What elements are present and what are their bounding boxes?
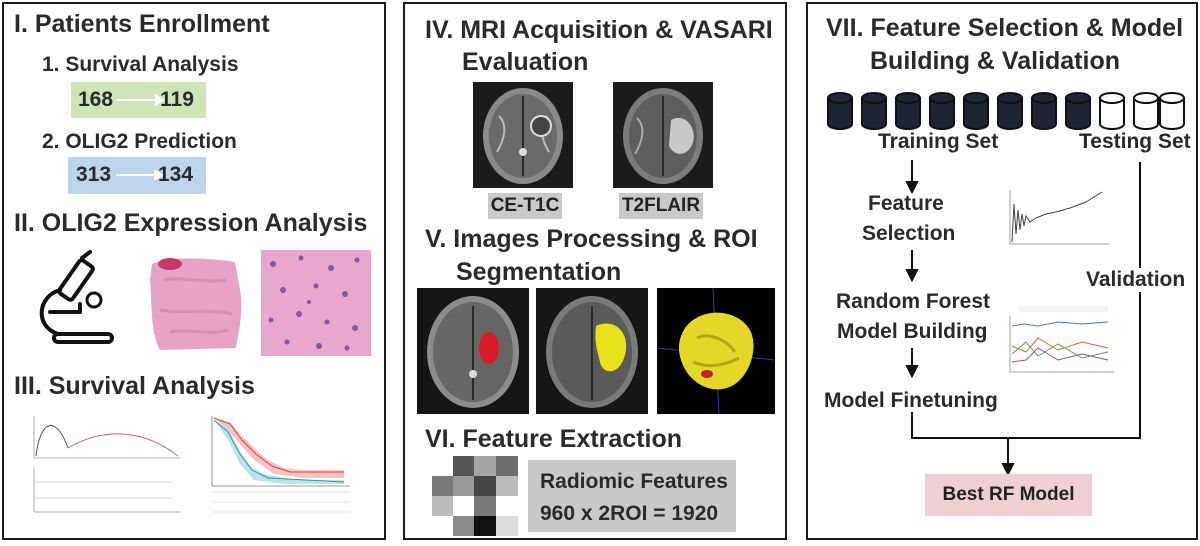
model-building-title-line2: Building & Validation	[870, 47, 1120, 75]
flow-connectors	[905, 160, 1141, 477]
microscope-icon	[20, 248, 132, 354]
cet1c-label: CE-T1C	[488, 193, 562, 219]
survival-count-to: 119	[160, 88, 194, 111]
he-zoomed-image	[261, 250, 371, 356]
panel-mri-processing	[403, 2, 787, 540]
mri-t2flair-image	[613, 82, 713, 188]
feature-selection-label-line2: Selection	[862, 222, 956, 245]
arrow-right-icon	[117, 94, 165, 106]
model-building-title: VII. Feature Selection & Model	[826, 14, 1184, 42]
roi-cet1c-image	[417, 288, 529, 414]
testing-set-label: Testing Set	[1079, 130, 1191, 153]
olig2-expression-title: II. OLIG2 Expression Analysis	[14, 209, 368, 237]
roi-t2flair-image	[536, 288, 648, 414]
mri-acquisition-title-line2: Evaluation	[462, 48, 589, 76]
olig2-prediction-label: 2. OLIG2 Prediction	[42, 130, 237, 153]
model-finetuning-label: Model Finetuning	[824, 389, 998, 412]
mri-acquisition-title: IV. MRI Acquisition & VASARI	[425, 16, 773, 44]
survival-count-from: 168	[78, 88, 114, 111]
training-set-label: Training Set	[878, 130, 999, 153]
image-processing-title-line2: Segmentation	[456, 258, 622, 286]
image-processing-title: V. Images Processing & ROI	[425, 225, 758, 253]
t2flair-label: T2FLAIR	[619, 193, 703, 219]
olig2-count-to: 134	[158, 163, 194, 186]
validation-label: Validation	[1086, 268, 1186, 292]
survival-analysis-label: 1. Survival Analysis	[42, 53, 239, 76]
olig2-count-from: 313	[76, 163, 112, 186]
model-tuning-plot	[998, 302, 1116, 380]
feature-selection-label: Feature	[868, 192, 944, 215]
radiomic-features-count: 960 x 2ROI = 1920	[540, 502, 719, 525]
mri-cet1c-image	[473, 82, 573, 188]
dataset-cylinders-icon	[827, 92, 1185, 130]
patients-enrollment-title: I. Patients Enrollment	[14, 10, 270, 38]
best-rf-model-box: Best RF Model	[925, 474, 1092, 516]
feature-selection-plot	[990, 184, 1114, 256]
random-forest-label-line2: Model Building	[837, 320, 988, 343]
survival-spline-plot	[22, 408, 182, 518]
radiomic-features-box	[528, 460, 736, 532]
he-whole-slide-image	[140, 250, 250, 356]
random-forest-label: Random Forest	[836, 290, 991, 313]
texture-matrix-graphic	[432, 456, 518, 536]
survival-analysis-title: III. Survival Analysis	[14, 372, 255, 400]
arrow-right-icon	[116, 169, 164, 181]
roi-3d-rendering	[656, 287, 776, 415]
radiomic-features-label: Radiomic Features	[540, 470, 728, 493]
kaplan-meier-plot	[194, 408, 354, 518]
feature-extraction-title: VI. Feature Extraction	[425, 425, 683, 453]
